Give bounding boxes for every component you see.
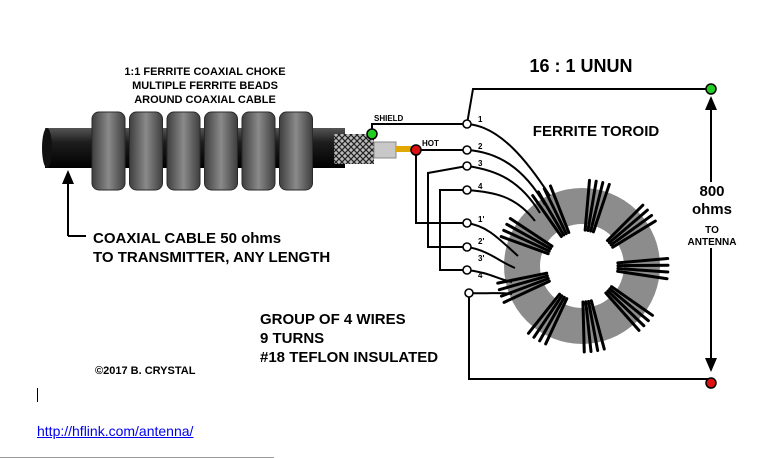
bottom-output-terminal: [705, 377, 717, 389]
to-antenna-line-1: TO: [705, 225, 719, 236]
terminal-label-2: 2: [478, 142, 483, 151]
terminal-label-1p: 1': [478, 215, 484, 224]
ferrite-bead: [279, 111, 313, 191]
winding-wire: [581, 300, 586, 354]
terminal-label-4: 4: [478, 182, 483, 191]
winding-wire: [531, 194, 563, 239]
winding-wire: [604, 291, 641, 332]
arrow-head-down: [705, 358, 717, 372]
choke-title-line-2: MULTIPLE FERRITE BEADS: [132, 80, 278, 92]
impedance-unit: ohms: [692, 201, 732, 218]
terminal-label-3: 3: [478, 159, 483, 168]
winding-wire: [584, 300, 593, 354]
terminal-2p: [462, 242, 472, 252]
unun-title: 16 : 1 UNUN: [529, 56, 632, 76]
winding-wire: [616, 267, 670, 274]
wire-group-line-2: 9 TURNS: [260, 330, 324, 347]
terminal-1p: [462, 218, 472, 228]
text-cursor: [37, 388, 38, 402]
hot-terminal: [410, 144, 422, 156]
shield-terminal: [366, 128, 378, 140]
winding-wire: [608, 287, 650, 323]
shield-label: SHIELD: [374, 114, 404, 123]
winding-wire: [606, 289, 646, 328]
dielectric: [373, 141, 397, 159]
impedance-value: 800: [699, 183, 724, 200]
winding-wire: [505, 222, 553, 251]
terminal-label-4p: 4': [478, 271, 484, 280]
winding-wire: [499, 235, 550, 256]
winding-wire: [542, 187, 568, 236]
winding-wire: [589, 181, 605, 233]
copyright: ©2017 B. CRYSTAL: [95, 365, 196, 377]
choke-title-line-1: 1:1 FERRITE COAXIAL CHOKE: [124, 66, 285, 78]
hflink-url-link[interactable]: http://hflink.com/antenna/: [37, 423, 194, 439]
ferrite-bead: [129, 111, 163, 191]
terminal-3: [462, 161, 472, 171]
terminal-3p: [462, 265, 472, 275]
terminal-label-2p: 2': [478, 237, 484, 246]
winding-wire: [532, 294, 564, 339]
wire-group-line-1: GROUP OF 4 WIRES: [260, 311, 406, 328]
winding-wire: [616, 257, 670, 265]
winding-wire: [548, 184, 571, 235]
terminal-label-3p: 3': [478, 254, 484, 263]
coax-label-line-1: COAXIAL CABLE 50 ohms: [93, 230, 281, 247]
winding-wire: [589, 299, 606, 351]
winding-wire: [607, 208, 649, 245]
winding-wire: [497, 274, 549, 292]
winding-wire: [526, 292, 562, 335]
coax-arrow-head: [62, 170, 74, 184]
terminal-1: [462, 119, 472, 129]
choke-title-line-3: AROUND COAXIAL CABLE: [134, 94, 276, 106]
braid-shield: [334, 134, 374, 164]
winding-wire: [586, 179, 598, 232]
winding-wire: [538, 295, 566, 343]
terminal-label-1: 1: [478, 115, 483, 124]
wire-group-line-3: #18 TEFLON INSULATED: [260, 349, 438, 366]
winding-wire: [616, 269, 669, 281]
winding-wire: [502, 279, 551, 304]
winding-wire: [605, 203, 645, 243]
terminal-4: [462, 185, 472, 195]
winding-wire: [583, 178, 591, 232]
ferrite-beads: [91, 111, 313, 191]
winding-wire: [587, 299, 600, 353]
ferrite-bead: [91, 111, 126, 191]
toroid-label: FERRITE TOROID: [533, 123, 660, 140]
terminal-2: [462, 145, 472, 155]
terminal-4p: [464, 288, 474, 298]
winding-wire: [609, 213, 654, 247]
arrow-head-up: [705, 96, 717, 110]
ferrite-bead: [166, 111, 201, 191]
unun-wiring-diagram: 1:1 FERRITE COAXIAL CHOKE MULTIPLE FERRI…: [42, 56, 738, 389]
ferrite-bead: [204, 111, 238, 191]
winding-wire: [502, 228, 551, 253]
winding-wire: [611, 219, 657, 249]
terminals: [462, 119, 474, 298]
coax-label-line-2: TO TRANSMITTER, ANY LENGTH: [93, 249, 330, 266]
ferrite-bead: [241, 111, 276, 191]
winding-wire: [591, 182, 611, 234]
top-output-terminal: [705, 83, 717, 95]
to-antenna-line-2: ANTENNA: [688, 237, 737, 248]
hot-label: HOT: [422, 139, 439, 148]
center-conductor: [396, 146, 416, 152]
winding-wire: [544, 297, 569, 346]
winding-wire: [609, 285, 654, 317]
winding-wire: [508, 217, 554, 248]
